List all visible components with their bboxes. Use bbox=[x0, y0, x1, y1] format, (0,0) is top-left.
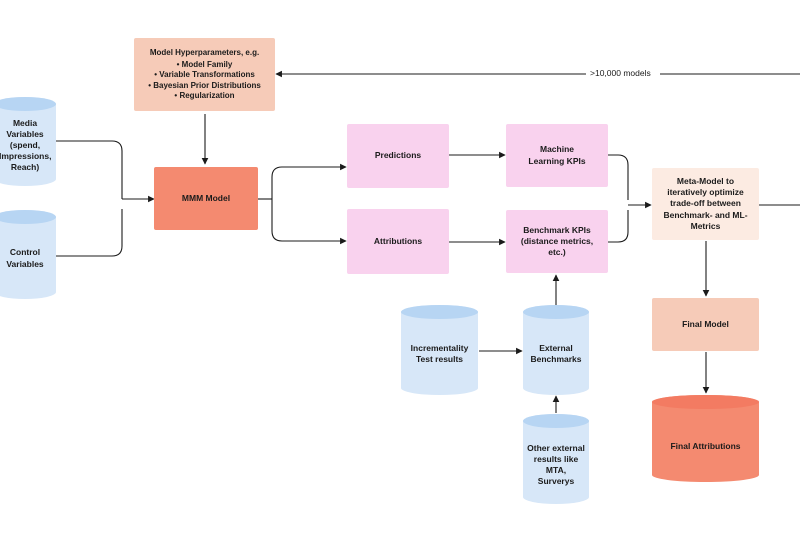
predictions-box: Predictions bbox=[347, 124, 449, 188]
meta-model-box: Meta-Model to iteratively optimize trade… bbox=[652, 168, 759, 240]
incrementality-cylinder: Incrementality Test results bbox=[401, 305, 478, 395]
benchmark-kpis-to-meta-connector bbox=[608, 210, 629, 243]
cylinder-cap bbox=[652, 395, 759, 409]
benchmark-kpis-box: Benchmark KPIs (distance metrics, etc.) bbox=[506, 210, 608, 273]
ml-kpis-box: Machine Learning KPIs bbox=[506, 124, 608, 187]
mmm-to-predictions-arrow bbox=[271, 163, 347, 199]
cylinder-cap bbox=[523, 305, 589, 319]
mmm-model-box: MMM Model bbox=[154, 167, 258, 230]
external-benchmarks-cylinder: External Benchmarks bbox=[523, 305, 589, 395]
hyperparameter-item: Variable Transformations bbox=[148, 70, 261, 80]
cylinder-cap bbox=[401, 305, 478, 319]
mmm-to-attributions-arrow bbox=[271, 199, 347, 245]
final-attributions-cylinder: Final Attributions bbox=[652, 395, 759, 482]
incrementality-label: Incrementality Test results bbox=[410, 342, 469, 364]
cylinder-cap bbox=[523, 414, 589, 428]
media-to-mmm-connector bbox=[56, 140, 123, 199]
control-to-mmm-connector bbox=[56, 209, 123, 257]
other-results-cylinder: Other external results like MTA, Survery… bbox=[523, 414, 589, 504]
media-variables-label: Media Variables (spend, Impressions, Rea… bbox=[0, 117, 52, 173]
control-variables-label: Control Variables bbox=[6, 247, 44, 269]
other-results-label: Other external results like MTA, Survery… bbox=[527, 442, 585, 487]
loop-count-label: >10,000 models bbox=[590, 68, 651, 78]
hyperparameters-list: Model Family Variable Transformations Ba… bbox=[148, 60, 261, 102]
hyperparameter-item: Bayesian Prior Distributions bbox=[148, 81, 261, 91]
final-attributions-label: Final Attributions bbox=[670, 440, 741, 451]
final-model-box: Final Model bbox=[652, 298, 759, 351]
attributions-box: Attributions bbox=[347, 209, 449, 274]
control-variables-cylinder: Control Variables bbox=[0, 210, 56, 299]
ml-kpis-to-meta-connector bbox=[608, 154, 629, 200]
hyperparameters-box: Model Hyperparameters, e.g. Model Family… bbox=[134, 38, 275, 111]
hyperparameter-item: Model Family bbox=[148, 60, 261, 70]
cylinder-cap bbox=[0, 210, 56, 224]
hyperparameter-item: Regularization bbox=[148, 91, 261, 101]
cylinder-cap bbox=[0, 97, 56, 111]
media-variables-cylinder: Media Variables (spend, Impressions, Rea… bbox=[0, 97, 56, 186]
hyperparameters-title: Model Hyperparameters, e.g. bbox=[149, 47, 260, 57]
external-benchmarks-label: External Benchmarks bbox=[530, 342, 582, 364]
